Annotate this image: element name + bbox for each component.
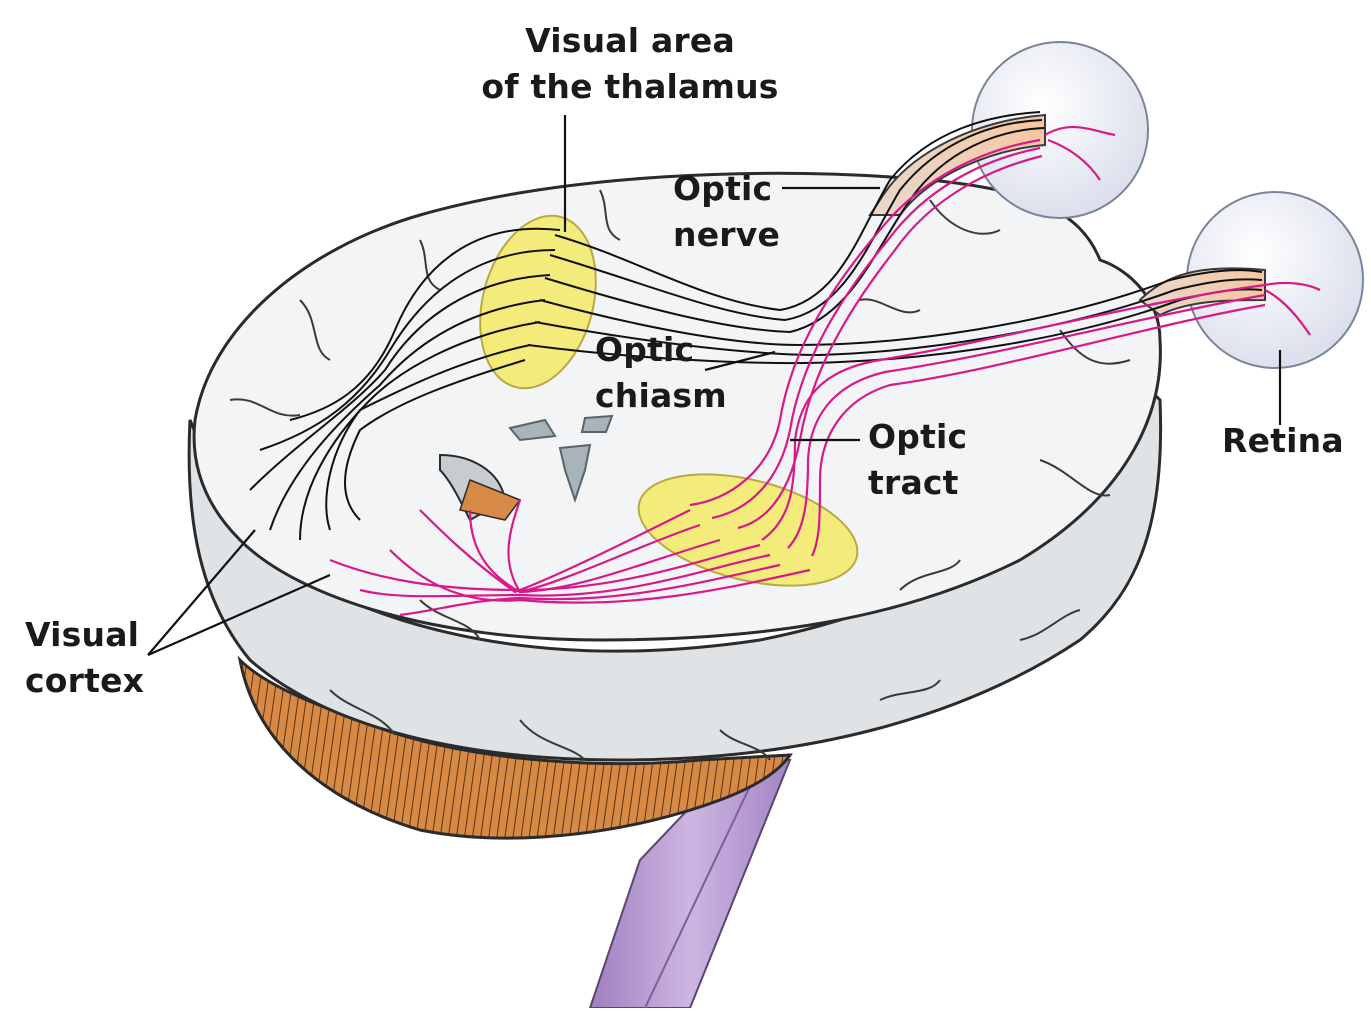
label-retina-line1: Retina [1222, 418, 1344, 464]
label-retina: Retina [1222, 418, 1344, 464]
label-thalamus-line2: of the thalamus [470, 64, 790, 110]
label-thalamus-line1: Visual area [470, 18, 790, 64]
label-visual-cortex-line2: cortex [25, 658, 144, 704]
label-optic-nerve-line2: nerve [673, 212, 780, 258]
label-optic-tract-line1: Optic [868, 414, 967, 460]
label-visual-cortex: Visual cortex [25, 612, 144, 704]
label-optic-chiasm-line1: Optic [595, 327, 727, 373]
label-optic-tract: Optic tract [868, 414, 967, 506]
label-optic-nerve-line1: Optic [673, 166, 780, 212]
label-optic-chiasm: Optic chiasm [595, 327, 727, 419]
label-visual-cortex-line1: Visual [25, 612, 144, 658]
label-optic-chiasm-line2: chiasm [595, 373, 727, 419]
label-optic-nerve: Optic nerve [673, 166, 780, 258]
label-optic-tract-line2: tract [868, 460, 967, 506]
label-thalamus: Visual area of the thalamus [470, 18, 790, 110]
